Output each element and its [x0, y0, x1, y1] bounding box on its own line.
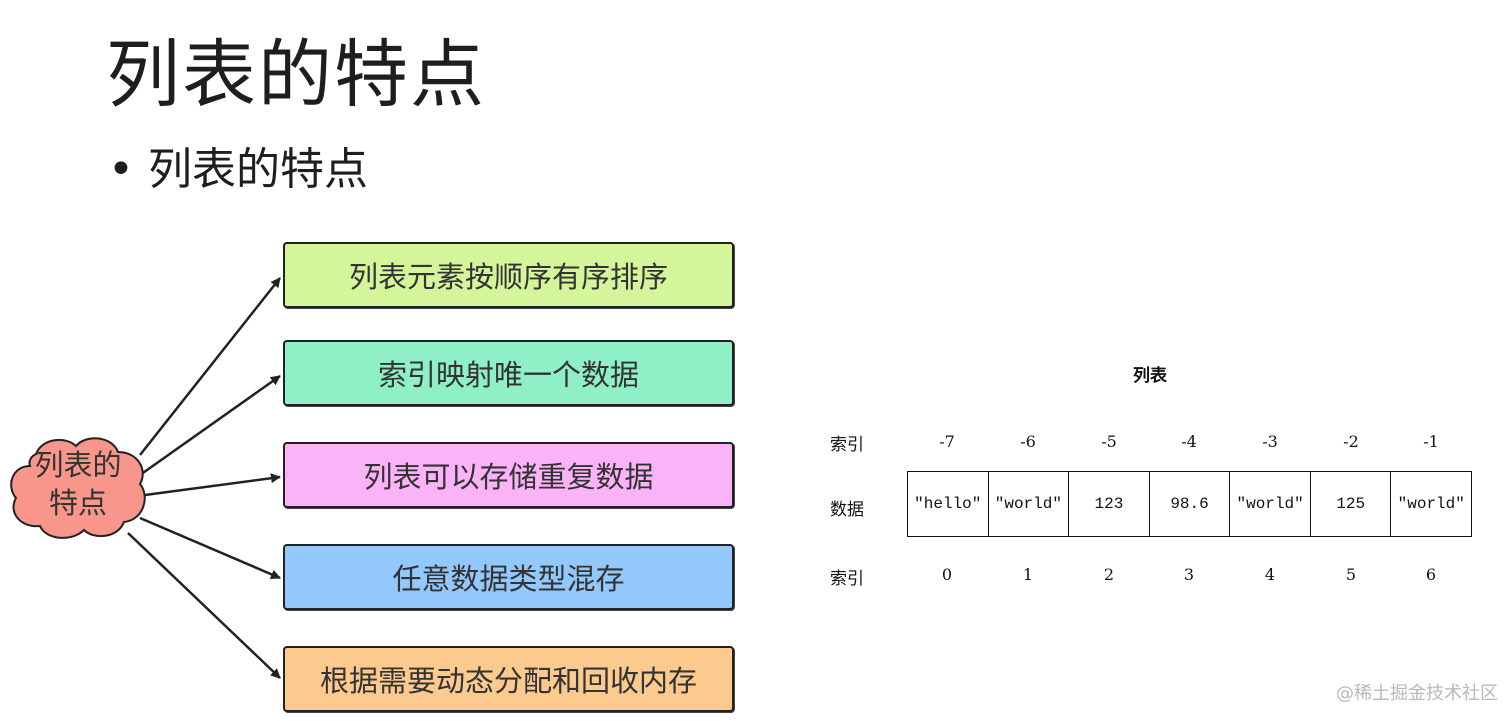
negative-index: -7: [939, 432, 955, 451]
data-cell: 125: [1311, 472, 1392, 536]
data-cell: "world": [989, 472, 1070, 536]
feature-ordered: 列表元素按顺序有序排序: [283, 242, 734, 308]
arrow-1: [139, 277, 281, 456]
list-data-table: "hello" "world" 123 98.6 "world" 125 "wo…: [907, 471, 1472, 537]
feature-dynamic-memory-label: 根据需要动态分配和回收内存: [319, 664, 697, 698]
arrow-2: [139, 374, 281, 477]
positive-index: 4: [1264, 565, 1276, 584]
feature-mixed-types: 任意数据类型混存: [283, 544, 734, 610]
data-cell: "world": [1230, 472, 1311, 536]
negative-index: -6: [1020, 432, 1036, 451]
feature-index-mapping-label: 索引映射唯一个数据: [377, 358, 639, 392]
arrow-3: [144, 473, 281, 497]
positive-index: 1: [1022, 565, 1034, 584]
slide-title: 列表的特点: [106, 32, 486, 118]
center-cloud: [10, 437, 146, 539]
center-label-line-2: 特点: [48, 486, 107, 520]
arrow-4: [139, 516, 281, 580]
negative-index: -5: [1101, 432, 1117, 451]
row-label-negative-index: 索引: [830, 435, 864, 455]
positive-index: 6: [1425, 565, 1437, 584]
arrow-5: [127, 532, 281, 679]
negative-index: -4: [1181, 432, 1197, 451]
bullet-text: 列表的特点: [147, 144, 368, 195]
data-cell: "hello": [908, 472, 989, 536]
feature-duplicates: 列表可以存储重复数据: [283, 442, 734, 508]
feature-ordered-label: 列表元素按顺序有序排序: [348, 260, 668, 294]
data-cell: "world": [1397, 495, 1465, 513]
feature-dynamic-memory: 根据需要动态分配和回收内存: [283, 646, 734, 712]
center-label: 列表的 特点: [6, 446, 150, 522]
data-cell: 98.6: [1150, 472, 1231, 536]
bullet-item: •列表的特点: [108, 148, 368, 192]
positive-index: 3: [1183, 565, 1195, 584]
feature-duplicates-label: 列表可以存储重复数据: [363, 460, 654, 494]
positive-index: 0: [941, 565, 953, 584]
positive-index: 2: [1103, 565, 1115, 584]
feature-index-mapping: 索引映射唯一个数据: [283, 340, 734, 406]
data-cell: 123: [1069, 472, 1150, 536]
negative-index: -1: [1423, 432, 1439, 451]
watermark: @稀土掘金技术社区: [1336, 683, 1498, 704]
center-label-line-1: 列表的: [34, 448, 122, 482]
feature-mixed-types-label: 任意数据类型混存: [392, 562, 625, 596]
row-label-data: 数据: [830, 500, 864, 520]
list-diagram-title: 列表: [1133, 366, 1167, 386]
negative-index: -2: [1343, 432, 1359, 451]
positive-index: 5: [1345, 565, 1357, 584]
row-label-positive-index: 索引: [830, 569, 864, 589]
negative-index: -3: [1262, 432, 1278, 451]
bullet-dot: •: [108, 144, 134, 195]
